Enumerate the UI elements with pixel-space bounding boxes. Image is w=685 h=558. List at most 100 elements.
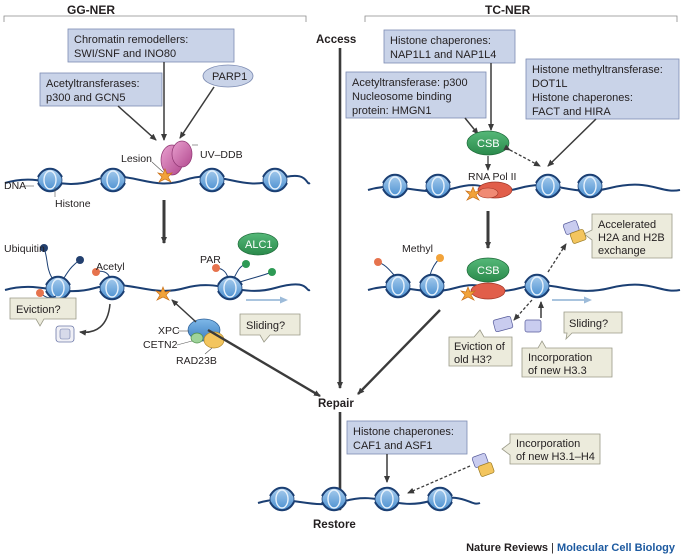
par-label: PAR [200,254,221,266]
gg-eviction-callout: Eviction? [9,297,77,327]
parp1-ellipse: PARP1 [202,64,254,88]
svg-text:NAP1L1 and NAP1L4: NAP1L1 and NAP1L4 [390,49,496,61]
svg-text:Eviction?: Eviction? [16,304,61,316]
gg-chromatin-top [4,167,311,193]
svg-text:protein: HMGN1: protein: HMGN1 [352,105,431,117]
svg-text:CSB: CSB [477,138,500,150]
csb-ellipse-top: CSB [466,130,510,156]
csb-ellipse-bottom: CSB [466,257,510,283]
tc-exchange-dashed-arrow [547,243,567,273]
rna-pol-ii-top [477,181,513,199]
xpc-complex [187,318,225,349]
tc-methyltransferase-box: Histone methyltransferase: DOT1L Histone… [525,58,680,120]
tc-methyltransferase-arrow [547,118,597,167]
journal-name: Molecular Cell Biology [557,542,675,554]
gg-sliding-callout: Sliding? [239,313,301,343]
gg-ner-bracket [3,15,307,22]
svg-text:Sliding?: Sliding? [569,318,608,330]
svg-text:Incorporation: Incorporation [516,438,580,450]
gg-acetyltransferases-box: Acetyltransferases: p300 and GCN5 [39,72,163,107]
gg-to-repair-arrow [207,328,321,398]
xpc-arrow [171,299,197,323]
rad23b-label: RAD23B [176,355,217,367]
svg-text:Histone methyltransferase:: Histone methyltransferase: [532,64,663,76]
h3-1-h4-icon [471,453,495,477]
svg-text:exchange: exchange [598,245,646,257]
svg-text:Accelerated: Accelerated [598,219,656,231]
stage-access: Access [316,34,356,46]
svg-text:old H3?: old H3? [454,354,492,366]
svg-text:p300 and GCN5: p300 and GCN5 [46,92,126,104]
svg-text:H2A and H2B: H2A and H2B [598,232,665,244]
svg-text:ALC1: ALC1 [245,239,273,251]
svg-text:Chromatin remodellers:: Chromatin remodellers: [74,34,188,46]
credit-separator: | [551,542,554,554]
svg-text:Incorporation: Incorporation [528,352,592,364]
tc-eviction-dashed-arrow [513,299,533,321]
stage-repair: Repair [318,398,354,410]
alc1-ellipse: ALC1 [237,232,279,256]
evicted-histone-icon [55,325,75,343]
journal-credit: Nature Reviews | Molecular Cell Biology [466,542,675,554]
tc-p300-arrow [464,117,479,135]
acetyl-marks [36,264,229,299]
uv-ddb-complex [160,140,193,176]
ubiquitin-marks [40,244,84,279]
restore-chaperones-box: Histone chaperones: CAF1 and ASF1 [346,420,468,455]
cetn2-label: CETN2 [143,339,178,351]
svg-text:Sliding?: Sliding? [246,320,285,332]
stage-restore: Restore [313,519,356,531]
svg-text:of new H3.3: of new H3.3 [528,365,587,377]
tc-ner-bracket [364,15,678,22]
xpc-label: XPC [158,325,180,337]
new-h3-3-icon [524,319,542,333]
svg-text:Histone chaperones:: Histone chaperones: [532,92,633,104]
rna-pol-ii-bottom [470,282,506,300]
dna-label: DNA [4,180,26,192]
gg-ner-header: GG-NER [67,3,115,17]
restore-dashed-arrow [407,465,471,494]
gg-lesion-star-bottom [155,286,171,301]
svg-text:CAF1 and ASF1: CAF1 and ASF1 [353,440,433,452]
svg-text:DOT1L: DOT1L [532,78,567,90]
gg-eviction-arrow [79,303,111,336]
par-marks [233,260,276,283]
journal-group: Nature Reviews [466,542,549,554]
svg-text:of new H3.1–H4: of new H3.1–H4 [516,451,595,463]
restore-incorporation-callout: Incorporation of new H3.1–H4 [501,433,601,465]
svg-text:Acetyltransferase: p300: Acetyltransferase: p300 [352,77,468,89]
parp1-arrow [179,86,215,139]
methyl-label: Methyl [402,243,433,255]
tc-sliding-callout: Sliding? [563,311,623,341]
svg-text:CSB: CSB [477,265,500,277]
old-h3-icon [492,315,514,333]
svg-text:Nucleosome binding: Nucleosome binding [352,91,452,103]
uv-ddb-label: UV–DDB [200,149,243,161]
gg-chromatin-bottom [4,275,311,301]
svg-text:SWI/SNF and INO80: SWI/SNF and INO80 [74,48,176,60]
acetyl-label: Acetyl [96,261,125,273]
tc-p300-box: Acetyltransferase: p300 Nucleosome bindi… [345,71,487,119]
svg-text:Acetyltransferases:: Acetyltransferases: [46,78,140,90]
tc-ner-header: TC-NER [485,3,531,17]
tc-chaperones-box: Histone chaperones: NAP1L1 and NAP1L4 [383,29,516,64]
h2a-h2b-dimer-icon [562,220,587,244]
svg-text:Histone chaperones:: Histone chaperones: [353,426,454,438]
tc-chromatin-top [367,173,681,199]
tc-eviction-callout: Eviction of old H3? [448,329,513,367]
svg-text:FACT and HIRA: FACT and HIRA [532,106,611,118]
svg-text:Histone chaperones:: Histone chaperones: [390,35,491,47]
lesion-label: Lesion [121,153,152,165]
methyl-marks [374,254,444,276]
histone-label: Histone [55,198,91,210]
svg-text:Eviction of: Eviction of [454,341,506,353]
tc-incorporation-callout: Incorporation of new H3.3 [521,340,613,378]
ubiquitin-label: Ubiquitin [4,243,45,255]
tc-chromatin-bottom [367,273,681,299]
restore-chromatin [257,486,481,512]
tc-accelerated-callout: Accelerated H2A and H2B exchange [583,213,673,259]
acetyltransferase-arrow [117,105,157,141]
svg-text:PARP1: PARP1 [212,71,247,83]
gg-remodellers-box: Chromatin remodellers: SWI/SNF and INO80 [67,28,235,63]
